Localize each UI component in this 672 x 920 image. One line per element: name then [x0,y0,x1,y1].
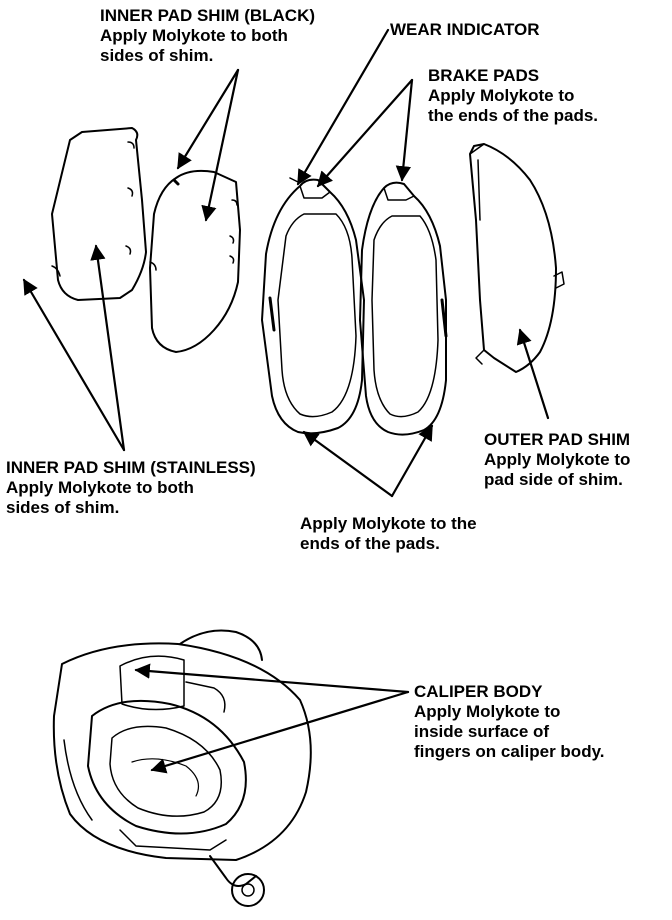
label-line: Apply Molykote to [484,450,631,469]
caliper-body [52,629,312,907]
brake-pad-inner [261,177,365,435]
label-title: CALIPER BODY [414,682,543,701]
outer-pad-shim [469,143,565,373]
label-pad-ends: Apply Molykote to the ends of the pads. [300,514,477,554]
label-line: inside surface of [414,722,550,741]
inner-pad-shim-stainless [51,127,147,301]
label-title: OUTER PAD SHIM [484,430,631,449]
label-line: Apply Molykote to [428,86,575,105]
label-brake-pads: BRAKE PADS Apply Molykote to the ends of… [428,66,598,126]
brake-pad-outer [359,181,448,436]
leader-arrows [22,28,550,774]
label-line: sides of shim. [100,46,214,65]
label-title: INNER PAD SHIM (STAINLESS) [6,458,256,477]
label-line: the ends of the pads. [428,106,599,125]
label-wear-indicator: WEAR INDICATOR [390,20,540,40]
label-line: Apply Molykote to the [300,514,477,533]
label-title: WEAR INDICATOR [390,20,540,39]
label-title: INNER PAD SHIM (BLACK) [100,6,316,25]
label-line: pad side of shim. [484,470,623,489]
label-inner-pad-shim-black: INNER PAD SHIM (BLACK) Apply Molykote to… [100,6,315,66]
label-inner-pad-shim-stainless: INNER PAD SHIM (STAINLESS) Apply Molykot… [6,458,256,518]
label-outer-pad-shim: OUTER PAD SHIM Apply Molykote to pad sid… [484,430,630,490]
label-title: BRAKE PADS [428,66,540,85]
label-line: sides of shim. [6,498,120,517]
label-line: Apply Molykote to both [6,478,194,497]
label-line: ends of the pads. [300,534,440,553]
inner-pad-shim-black [149,169,241,353]
label-line: fingers on caliper body. [414,742,605,761]
label-caliper-body: CALIPER BODY Apply Molykote to inside su… [414,682,605,762]
label-line: Apply Molykote to [414,702,561,721]
label-line: Apply Molykote to both [100,26,288,45]
